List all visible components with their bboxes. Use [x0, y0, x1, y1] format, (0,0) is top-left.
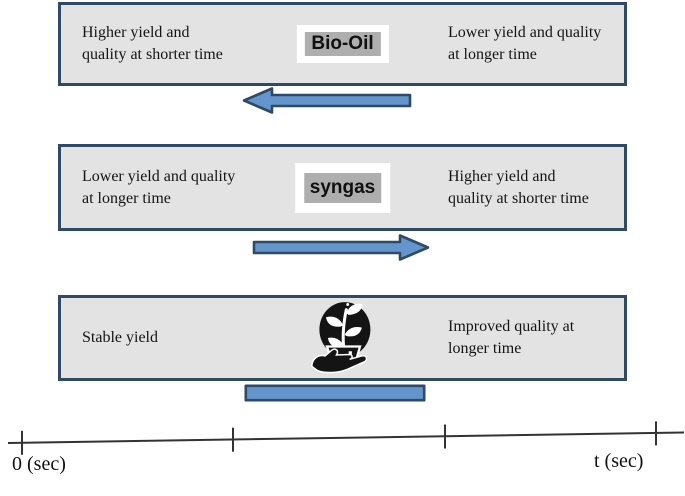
- bio-oil-label: Bio-Oil: [304, 32, 381, 56]
- bio-oil-left-text: Higher yield and quality at shorter time: [82, 24, 223, 63]
- bio-oil-label-frame: Bio-Oil: [296, 25, 389, 63]
- bio-oil-left-arrow-icon: [242, 87, 412, 114]
- plant-in-hand-icon-svg: [310, 302, 370, 374]
- bio-oil-right-text: Lower yield and quality at longer time: [448, 24, 602, 63]
- syngas-right-arrow-icon: [252, 234, 430, 261]
- time-axis: [7, 421, 685, 455]
- panel-biochar: Stable yield Improved quality at longer …: [58, 295, 627, 381]
- biochar-steady-bar-icon: [244, 384, 426, 402]
- time-axis-end-label: t (sec): [594, 450, 644, 472]
- time-axis-start-label: 0 (sec): [12, 453, 66, 475]
- panel-syngas: Lower yield and quality at longer time s…: [58, 144, 627, 231]
- panel-bio-oil: Higher yield and quality at shorter time…: [58, 2, 627, 86]
- syngas-left-text: Lower yield and quality at longer time: [82, 167, 236, 207]
- plant-in-hand-icon: [309, 300, 377, 376]
- syngas-right-text: Higher yield and quality at shorter time: [448, 167, 589, 207]
- biochar-left-text: Stable yield: [82, 329, 158, 346]
- syngas-label: syngas: [303, 172, 382, 203]
- biochar-right-text: Improved quality at longer time: [448, 318, 575, 357]
- syngas-label-frame: syngas: [294, 162, 391, 213]
